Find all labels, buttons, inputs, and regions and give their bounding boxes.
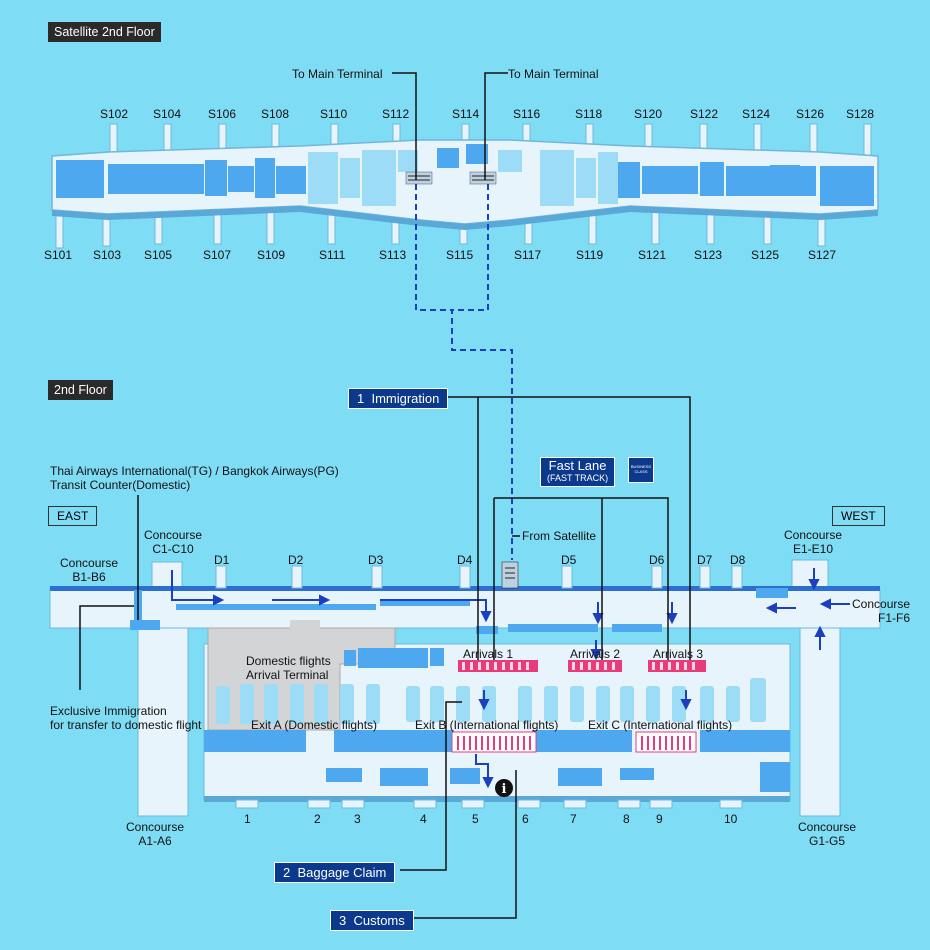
d-gate-label: D6	[649, 553, 665, 567]
door-number: 10	[724, 812, 738, 826]
exit-label: Exit C (International flights)	[588, 718, 733, 732]
concourse-e-label: Concourse E1-E10	[784, 528, 843, 556]
satellite-gate-label: S108	[261, 107, 290, 121]
satellite-gate-label: S106	[208, 107, 237, 121]
satellite-floor-title: Satellite 2nd Floor	[48, 22, 161, 42]
step-label: Customs	[353, 913, 405, 928]
satellite-gate-label: S116	[513, 107, 541, 121]
to-main-terminal-right: To Main Terminal	[508, 67, 599, 81]
door-number: 4	[420, 812, 427, 826]
east-direction: EAST	[48, 506, 98, 526]
d-gate-label: D7	[697, 553, 713, 567]
step-immigration: 1 Immigration	[348, 388, 449, 409]
satellite-gate-label: S120	[634, 107, 663, 121]
concourse-a-label: Concourse A1-A6	[126, 820, 185, 848]
d-gate-label: D8	[730, 553, 746, 567]
fast-lane-title: Fast Lane	[548, 458, 607, 473]
satellite-gate-label: S127	[808, 248, 837, 262]
step-label: Baggage Claim	[297, 865, 387, 880]
fast-lane-subtitle: (FAST TRACK)	[547, 473, 609, 483]
satellite-gate-label: S118	[575, 107, 603, 121]
info-icon-glyph: i	[502, 782, 507, 797]
door-number: 5	[472, 812, 479, 826]
satellite-gate-label: S109	[257, 248, 286, 262]
door-number: 3	[354, 812, 361, 826]
satellite-gate-label: S117	[514, 248, 542, 262]
satellite-gate-label: S113	[379, 248, 407, 262]
satellite-gate-label: S114	[452, 107, 480, 121]
main-terminal	[49, 559, 881, 817]
from-satellite-label: From Satellite	[522, 529, 597, 543]
fast-lane-label: Fast Lane (FAST TRACK)	[540, 457, 616, 487]
exclusive-immigration-label: Exclusive Immigration for transfer to do…	[50, 704, 202, 732]
step-number: 1	[357, 391, 365, 406]
satellite-building	[51, 123, 879, 249]
arrivals-label: Arrivals 2	[570, 647, 621, 661]
concourse-c-label: Concourse C1-C10	[144, 528, 203, 556]
exit-label: Exit A (Domestic flights)	[251, 718, 378, 732]
satellite-gate-label: S111	[319, 248, 346, 262]
business-class-badge-icon: BUSINESS CLASS	[628, 457, 654, 483]
step-customs: 3 Customs	[330, 910, 414, 931]
satellite-gate-label: S125	[751, 248, 780, 262]
step-label: Immigration	[371, 391, 440, 406]
exit-label: Exit B (International flights)	[415, 718, 559, 732]
flow-arrows	[171, 568, 850, 789]
satellite-gate-label: S126	[796, 107, 825, 121]
satellite-gate-label: S102	[100, 107, 129, 121]
d-gate-label: D3	[368, 553, 384, 567]
satellite-gate-label: S101	[44, 248, 73, 262]
arrivals-label: Arrivals 3	[653, 647, 704, 661]
west-direction: WEST	[832, 506, 885, 526]
concourse-b-label: Concourse B1-B6	[60, 556, 119, 584]
door-number: 9	[656, 812, 663, 826]
door-number: 7	[570, 812, 577, 826]
satellite-gate-label: S105	[144, 248, 173, 262]
step-number: 3	[339, 913, 347, 928]
door-number: 1	[244, 812, 251, 826]
d-gate-label: D4	[457, 553, 473, 567]
satellite-gate-label: S107	[203, 248, 232, 262]
door-number: 8	[623, 812, 630, 826]
satellite-gate-label: S124	[742, 107, 771, 121]
satellite-gate-label: S128	[846, 107, 875, 121]
door-number: 6	[522, 812, 529, 826]
arrivals-label: Arrivals 1	[463, 647, 514, 661]
door-number: 2	[314, 812, 321, 826]
d-gate-label: D2	[288, 553, 304, 567]
satellite-gate-label: S119	[576, 248, 604, 262]
business-class-badge-text: BUSINESS CLASS	[630, 464, 652, 474]
satellite-leader-lines	[392, 72, 508, 180]
satellite-gate-label: S122	[690, 107, 719, 121]
satellite-gate-label: S112	[382, 107, 410, 121]
transit-counter-label: Thai Airways International(TG) / Bangkok…	[50, 464, 339, 492]
step-leader-lines	[79, 396, 691, 919]
satellite-connection-path	[415, 184, 513, 560]
satellite-gate-label: S121	[638, 248, 667, 262]
satellite-gate-label: S115	[446, 248, 474, 262]
to-main-terminal-left: To Main Terminal	[292, 67, 383, 81]
info-icon	[495, 779, 513, 797]
concourse-f-label: Concourse F1-F6	[852, 597, 911, 625]
satellite-gate-label: S123	[694, 248, 723, 262]
satellite-gate-label: S110	[320, 107, 348, 121]
d-gate-label: D5	[561, 553, 577, 567]
second-floor-title: 2nd Floor	[48, 380, 113, 400]
domestic-arrival-terminal-label: Domestic flights Arrival Terminal	[246, 654, 331, 682]
concourse-g-label: Concourse G1-G5	[798, 820, 857, 848]
step-number: 2	[283, 865, 291, 880]
satellite-gate-label: S104	[153, 107, 182, 121]
step-baggage-claim: 2 Baggage Claim	[274, 862, 396, 883]
d-gate-label: D1	[214, 553, 230, 567]
satellite-gate-label: S103	[93, 248, 122, 262]
